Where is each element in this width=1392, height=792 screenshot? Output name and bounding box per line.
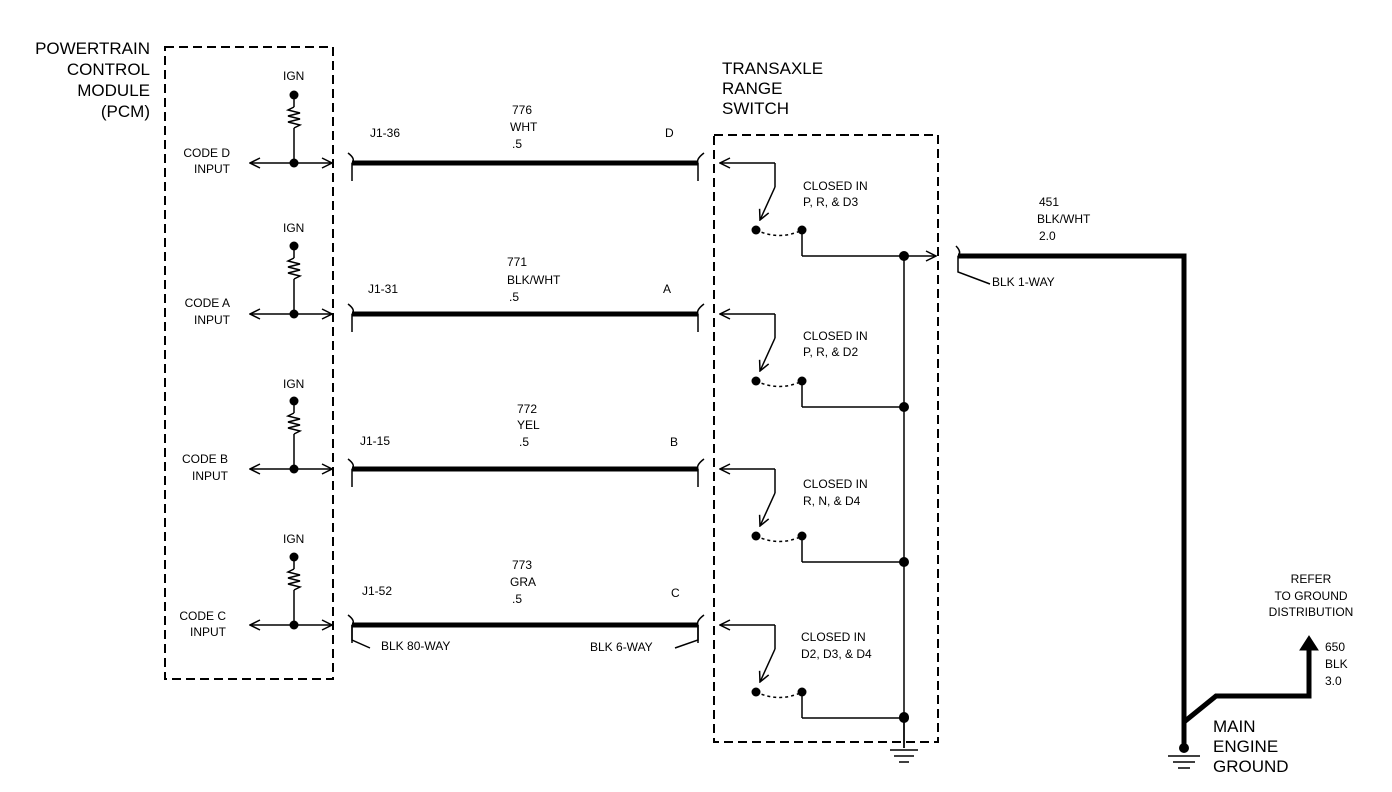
switch-dashed-link bbox=[755, 691, 803, 699]
wire-number: 776 bbox=[512, 103, 532, 117]
circuit-code-b: CODE B INPUT IGN J1-15 772 YEL .5 B CLOS… bbox=[182, 377, 868, 508]
code-label: CODE D bbox=[183, 146, 230, 160]
ign-label: IGN bbox=[283, 532, 304, 546]
circuit-code-d: CODE D INPUT IGN J1-36 776 WHT .5 D CLOS… bbox=[183, 69, 867, 209]
input-label: INPUT bbox=[192, 469, 229, 483]
pullup-resistor bbox=[285, 568, 303, 591]
ground-connector-leader bbox=[957, 256, 991, 285]
wire-gauge: .5 bbox=[519, 435, 529, 449]
pin-label: J1-52 bbox=[362, 584, 392, 598]
switch-dashed-link bbox=[755, 535, 803, 543]
trs-connector-leader bbox=[674, 625, 699, 649]
ground-wire-number: 451 bbox=[1039, 195, 1059, 209]
ground-connector-label: BLK 1-WAY bbox=[992, 275, 1055, 289]
switch-label: CLOSED IN bbox=[803, 329, 868, 343]
input-label: INPUT bbox=[194, 313, 231, 327]
switch-blade bbox=[760, 337, 776, 371]
code-label: CODE C bbox=[179, 609, 226, 623]
pin-label: J1-31 bbox=[368, 282, 398, 296]
trs-title-line-1: TRANSAXLE bbox=[722, 59, 823, 78]
ref-wire-gauge: 3.0 bbox=[1325, 674, 1342, 688]
ign-label: IGN bbox=[283, 377, 304, 391]
main-ground-line-2: ENGINE bbox=[1213, 737, 1278, 756]
switch-states: P, R, & D2 bbox=[803, 345, 858, 359]
switch-label: CLOSED IN bbox=[803, 477, 868, 491]
ref-wire-color: BLK bbox=[1325, 657, 1348, 671]
switch-states: D2, D3, & D4 bbox=[801, 647, 872, 661]
pullup-resistor bbox=[285, 106, 303, 129]
wire-color: BLK/WHT bbox=[507, 273, 561, 287]
pcm-title-line-1: POWERTRAIN bbox=[35, 39, 150, 58]
wire-number: 771 bbox=[507, 255, 527, 269]
pcm-title: POWERTRAIN CONTROL MODULE (PCM) bbox=[35, 39, 150, 121]
terminal-letter: B bbox=[670, 435, 678, 449]
ign-label: IGN bbox=[283, 69, 304, 83]
input-label: INPUT bbox=[190, 625, 227, 639]
refer-line-2: TO GROUND bbox=[1274, 589, 1347, 603]
connector-curl-right bbox=[696, 303, 705, 315]
terminal-letter: A bbox=[663, 282, 671, 296]
ground-wire-color: BLK/WHT bbox=[1037, 212, 1091, 226]
trs-connector-label: BLK 6-WAY bbox=[590, 640, 653, 654]
switch-label: CLOSED IN bbox=[803, 179, 868, 193]
circuit-code-a: CODE A INPUT IGN J1-31 771 BLK/WHT .5 A … bbox=[185, 221, 868, 359]
refer-line-3: DISTRIBUTION bbox=[1269, 605, 1354, 619]
pullup-resistor bbox=[285, 412, 303, 435]
pcm-connector-label: BLK 80-WAY bbox=[381, 639, 450, 653]
pin-label: J1-15 bbox=[360, 434, 390, 448]
switch-label: CLOSED IN bbox=[801, 630, 866, 644]
terminal-letter: D bbox=[665, 126, 674, 140]
refer-line-1: REFER bbox=[1291, 572, 1332, 586]
trs-title-line-3: SWITCH bbox=[722, 99, 789, 118]
terminal-letter: C bbox=[671, 586, 680, 600]
wire-gauge: .5 bbox=[512, 137, 522, 151]
ref-arrow-icon bbox=[1299, 635, 1319, 651]
code-label: CODE A bbox=[185, 296, 230, 310]
wire-color: GRA bbox=[510, 575, 536, 589]
trs-title: TRANSAXLE RANGE SWITCH bbox=[722, 59, 823, 118]
code-label: CODE B bbox=[182, 452, 228, 466]
trs-box bbox=[713, 134, 939, 743]
input-label: INPUT bbox=[194, 162, 231, 176]
switch-states: P, R, & D3 bbox=[803, 195, 858, 209]
pcm-box bbox=[164, 46, 334, 680]
switch-blade bbox=[760, 648, 776, 682]
circuit-geometry bbox=[250, 90, 1319, 769]
connector-curl-right bbox=[696, 152, 705, 164]
switch-blade bbox=[760, 492, 776, 526]
main-ground-line-1: MAIN bbox=[1213, 717, 1256, 736]
circuit-code-c: CODE C INPUT IGN J1-52 773 GRA .5 C CLOS… bbox=[179, 532, 872, 661]
main-ground-node bbox=[1179, 743, 1189, 753]
pcm-title-line-2: CONTROL bbox=[67, 60, 150, 79]
connector-curl-right bbox=[696, 458, 705, 470]
switch-dashed-link bbox=[755, 229, 803, 237]
wire-number: 773 bbox=[512, 558, 532, 572]
pcm-title-line-3: MODULE bbox=[77, 81, 150, 100]
trs-title-line-2: RANGE bbox=[722, 79, 782, 98]
switch-dashed-link bbox=[755, 380, 803, 388]
wire-gauge: .5 bbox=[512, 592, 522, 606]
wire-number: 772 bbox=[517, 402, 537, 416]
main-ground-line-3: GROUND bbox=[1213, 757, 1289, 776]
ground-wire-gauge: 2.0 bbox=[1039, 229, 1056, 243]
wire-color: YEL bbox=[517, 418, 540, 432]
ground-wire-451 bbox=[958, 253, 1312, 728]
ign-label: IGN bbox=[283, 221, 304, 235]
pullup-resistor bbox=[285, 257, 303, 280]
ref-wire-number: 650 bbox=[1325, 640, 1345, 654]
connector-curl-right bbox=[696, 614, 705, 626]
switch-states: R, N, & D4 bbox=[803, 494, 861, 508]
switch-blade bbox=[760, 186, 776, 220]
pcm-connector-leader bbox=[351, 625, 371, 649]
wire-color: WHT bbox=[510, 120, 538, 134]
pin-label: J1-36 bbox=[370, 126, 400, 140]
pcm-title-line-4: (PCM) bbox=[101, 102, 150, 121]
wire-gauge: .5 bbox=[509, 290, 519, 304]
